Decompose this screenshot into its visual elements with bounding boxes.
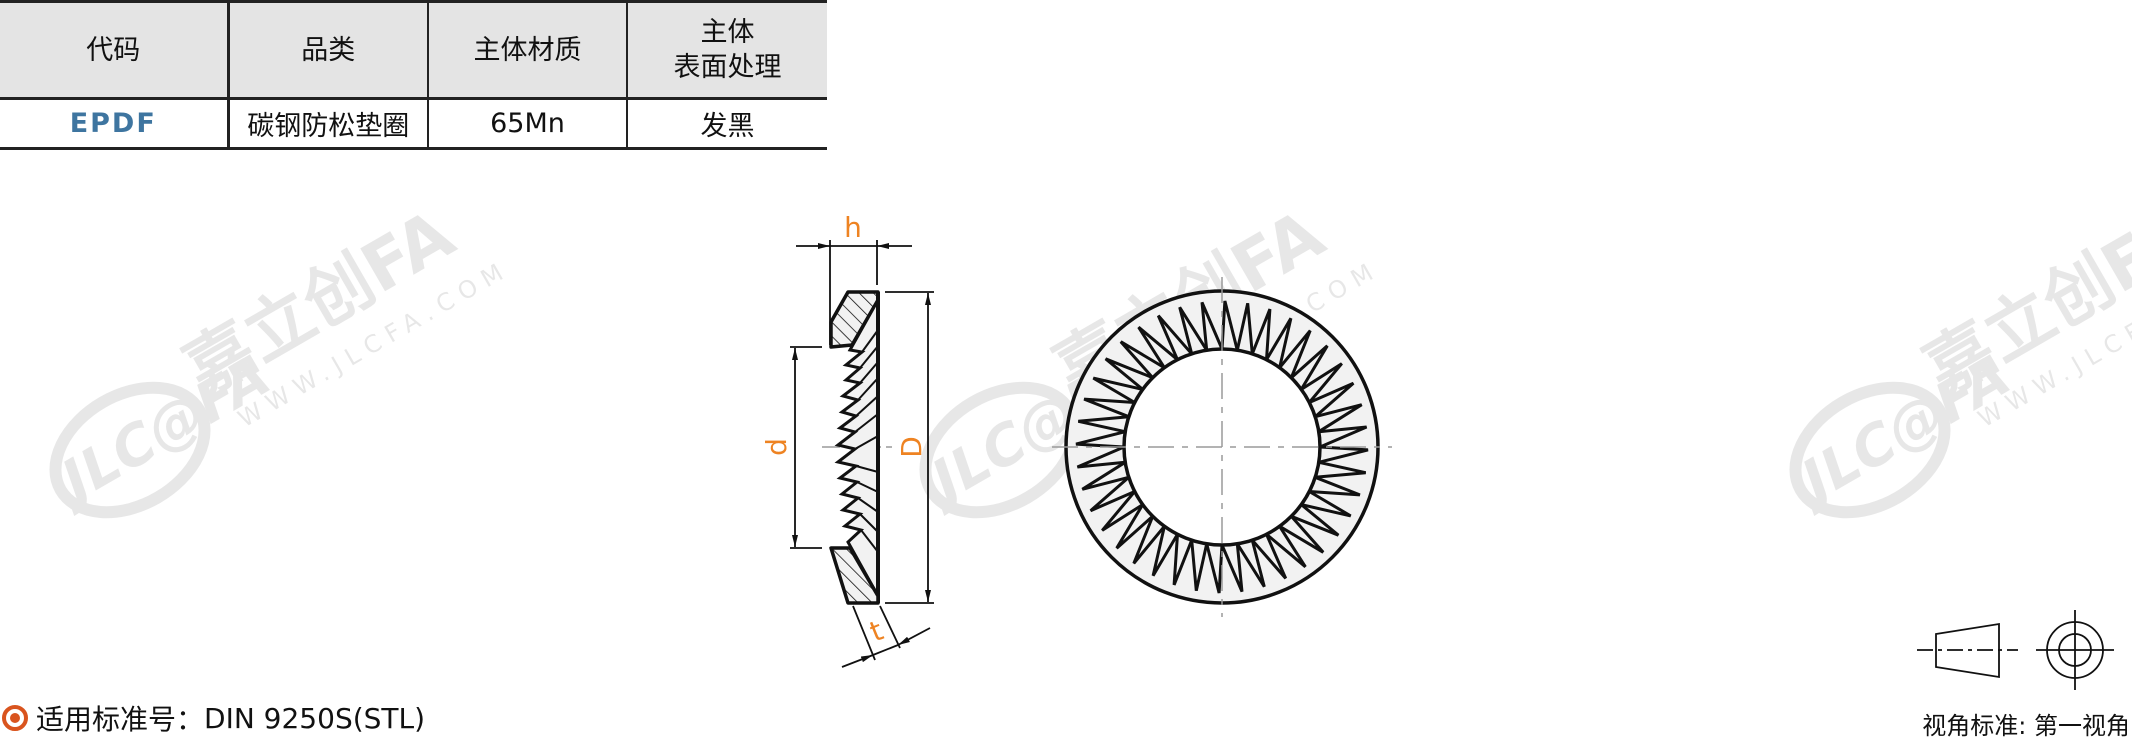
washer-tooth <box>1132 515 1166 565</box>
standard-label: 适用标准号： <box>36 703 205 736</box>
washer-tooth <box>1101 490 1144 532</box>
washer-tooth <box>1156 314 1193 361</box>
washer-tooth <box>1278 329 1312 379</box>
washer-tooth <box>1235 302 1254 354</box>
dim-label-h: h <box>844 211 862 244</box>
washer-tooth <box>1318 425 1368 449</box>
washer-tooth <box>1151 525 1179 577</box>
watermark-left: JLC@FA 嘉立创FA WWW.JLCFA.COM <box>42 195 514 519</box>
washer-tooth <box>1265 317 1293 369</box>
washer-tooth <box>1081 461 1130 491</box>
dim-label-D: D <box>895 436 928 458</box>
washer-tooth <box>1092 376 1144 404</box>
svg-text:嘉立创FA: 嘉立创FA <box>1912 195 2132 411</box>
view-standard-label: 视角标准: 第一视角 <box>1922 712 2130 740</box>
side-section-view: h d D t <box>760 211 934 668</box>
washer-tooth <box>1308 381 1355 418</box>
washer-tooth <box>1251 533 1288 580</box>
washer-tooth <box>1318 445 1369 464</box>
washer-tooth <box>1119 340 1166 379</box>
watermark-right: JLC@FA 嘉立创FA WWW.JLCFA.COM <box>1782 195 2132 519</box>
washer-tooth <box>1290 344 1329 391</box>
washer-tooth <box>1236 539 1266 588</box>
header-surface-line1: 主体 <box>700 17 755 48</box>
washer-tooth <box>1290 503 1340 537</box>
washer-tooth <box>1172 534 1194 586</box>
washer-tooth <box>1077 415 1129 434</box>
header-surface-treatment: 主体 表面处理 <box>626 0 827 100</box>
washer-tooth <box>1315 460 1367 479</box>
washer-tooth <box>1083 397 1135 419</box>
cell-material: 65Mn <box>427 98 627 150</box>
washer-tooth <box>1075 430 1126 449</box>
bullet-target-icon <box>2 705 28 731</box>
header-category: 品类 <box>226 0 428 100</box>
washer-tooth <box>1115 503 1154 550</box>
table-header-row: 代码 品类 主体材质 主体 表面处理 <box>0 0 827 100</box>
spec-table: 代码 品类 主体材质 主体 表面处理 EPDF 碳钢防松垫圈 65Mn 发黑 <box>0 0 827 150</box>
cell-surface: 发黑 <box>626 98 827 150</box>
first-angle-projection-icon <box>1917 610 2114 690</box>
standard-value: DIN 9250S(STL) <box>204 701 426 735</box>
washer-tooth <box>1137 326 1179 369</box>
washer-tooth <box>1309 475 1361 497</box>
washer-tooth <box>1076 445 1126 469</box>
washer-tooth <box>1104 357 1154 391</box>
washer-tooth <box>1300 362 1343 404</box>
dim-label-d: d <box>760 438 793 456</box>
washer-tooth <box>1300 490 1352 518</box>
washer-tooth <box>1250 308 1272 360</box>
cell-category: 碳钢防松垫圈 <box>226 98 428 150</box>
washer-tooth <box>1190 540 1209 592</box>
washer-tooth <box>1089 476 1136 513</box>
washer-tooth <box>1278 515 1325 554</box>
washer-tooth <box>1265 525 1307 568</box>
washer-tooth <box>1220 543 1244 593</box>
front-view-washer <box>1052 277 1392 617</box>
washer-tooth <box>1178 306 1208 355</box>
washer-tooth <box>1220 300 1239 351</box>
applicable-standard: 适用标准号： DIN 9250S(STL) <box>2 700 425 736</box>
washer-tooth <box>1314 403 1363 433</box>
washer-tooth <box>1205 543 1224 594</box>
header-material: 主体材质 <box>427 0 627 100</box>
header-surface-line2: 表面处理 <box>673 52 782 83</box>
header-code: 代码 <box>0 0 228 100</box>
washer-tooth <box>1200 301 1224 351</box>
table-row: EPDF 碳钢防松垫圈 65Mn 发黑 <box>0 98 827 150</box>
cell-code[interactable]: EPDF <box>0 98 228 150</box>
